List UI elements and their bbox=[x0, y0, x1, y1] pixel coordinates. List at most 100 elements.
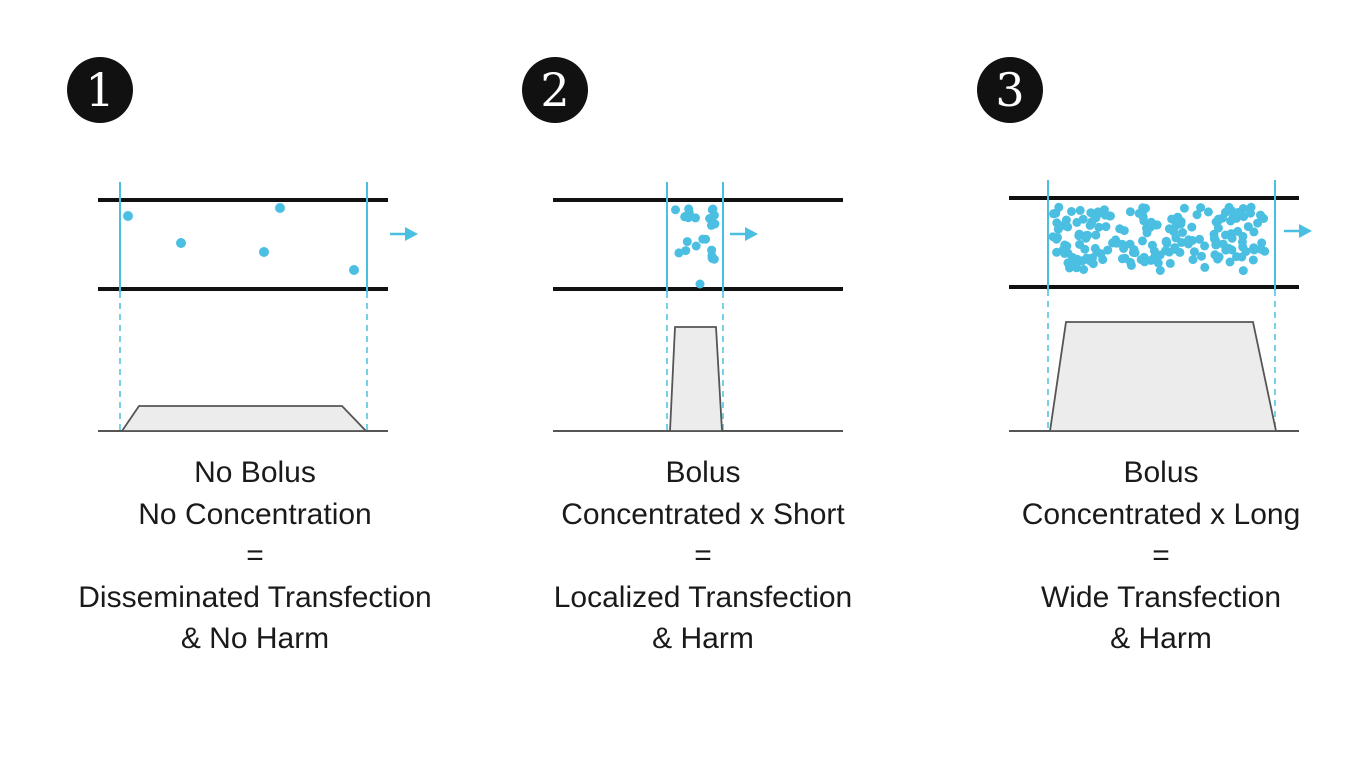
particle bbox=[1161, 246, 1170, 256]
particle bbox=[1167, 214, 1177, 224]
caption-line: No Concentration bbox=[138, 497, 372, 531]
particle bbox=[1224, 202, 1234, 212]
particle bbox=[176, 238, 186, 248]
particle bbox=[1161, 237, 1171, 247]
particle bbox=[1138, 236, 1147, 246]
particle bbox=[1083, 230, 1092, 240]
panel-1 bbox=[98, 182, 418, 432]
particle bbox=[1059, 220, 1069, 230]
flow-arrow bbox=[1284, 224, 1312, 238]
panel-3 bbox=[1009, 180, 1312, 432]
panel-caption: No Bolus No Concentration = Disseminated… bbox=[35, 452, 475, 660]
step-number-badge: 1 bbox=[67, 57, 133, 123]
particle bbox=[1178, 228, 1187, 237]
particle bbox=[1246, 202, 1256, 212]
particle bbox=[1213, 254, 1223, 264]
particle bbox=[1189, 247, 1199, 257]
particle bbox=[1145, 223, 1155, 232]
particle bbox=[1192, 210, 1202, 220]
step-number-badge: 2 bbox=[522, 57, 588, 123]
particle bbox=[1164, 224, 1174, 234]
particle bbox=[680, 212, 690, 222]
caption-line: & No Harm bbox=[180, 622, 330, 655]
flow-arrow bbox=[390, 227, 418, 241]
particle bbox=[349, 265, 359, 275]
step-number-badge: 3 bbox=[977, 57, 1043, 123]
particle bbox=[1093, 207, 1103, 217]
particle bbox=[710, 219, 720, 229]
particle bbox=[1088, 259, 1098, 269]
particle bbox=[1195, 234, 1204, 244]
particle bbox=[1176, 217, 1186, 226]
particle bbox=[1052, 218, 1062, 228]
particle bbox=[1092, 247, 1102, 257]
particle bbox=[1115, 224, 1125, 234]
particle bbox=[1238, 266, 1248, 276]
particle bbox=[1256, 210, 1265, 220]
particle bbox=[1239, 212, 1249, 222]
particle bbox=[1165, 258, 1175, 268]
caption-line: Bolus bbox=[665, 456, 741, 489]
particle bbox=[1075, 239, 1085, 249]
particle bbox=[1052, 247, 1062, 257]
particles bbox=[1048, 202, 1270, 276]
particle bbox=[1139, 252, 1149, 262]
particle bbox=[1101, 222, 1111, 232]
particle bbox=[1155, 266, 1165, 275]
particle bbox=[1248, 255, 1258, 265]
particle bbox=[1137, 208, 1147, 218]
particle bbox=[123, 211, 133, 221]
particle bbox=[1094, 222, 1104, 232]
particle bbox=[1147, 240, 1157, 250]
particle bbox=[1051, 208, 1061, 218]
caption-line: Wide Transfection bbox=[1040, 580, 1282, 614]
particle bbox=[1103, 245, 1113, 255]
particle bbox=[1224, 243, 1234, 253]
caption-line: & Harm bbox=[652, 622, 754, 655]
particle bbox=[1253, 218, 1263, 228]
particle bbox=[275, 203, 285, 213]
particle bbox=[1197, 251, 1206, 261]
particle bbox=[1091, 230, 1101, 240]
particle bbox=[1048, 232, 1058, 242]
particle bbox=[1171, 233, 1181, 243]
particle bbox=[1248, 244, 1258, 254]
particle bbox=[681, 246, 691, 256]
particle bbox=[1200, 262, 1210, 272]
caption-line: = bbox=[246, 539, 264, 572]
particles bbox=[123, 203, 359, 275]
particle bbox=[1187, 222, 1197, 232]
particle bbox=[1233, 226, 1243, 236]
particle bbox=[695, 279, 705, 289]
particle bbox=[1087, 217, 1097, 227]
particle bbox=[1112, 238, 1122, 248]
caption-line: Bolus bbox=[1123, 456, 1199, 489]
particle bbox=[691, 241, 701, 251]
caption-line: = bbox=[694, 539, 712, 572]
particle bbox=[707, 251, 717, 261]
caption-line: Disseminated Transfection bbox=[78, 580, 432, 614]
particle bbox=[1188, 255, 1198, 265]
flow-arrow bbox=[730, 227, 758, 241]
particle bbox=[1196, 203, 1206, 213]
particle bbox=[698, 234, 708, 244]
particle bbox=[1067, 207, 1076, 216]
caption-line: No Bolus bbox=[194, 456, 316, 489]
panel-2 bbox=[553, 182, 843, 432]
caption-line: Localized Transfection bbox=[553, 580, 853, 614]
panel-caption: Bolus Concentrated x Long = Wide Transfe… bbox=[941, 452, 1370, 660]
concentration-profile bbox=[1048, 321, 1278, 432]
particle bbox=[1200, 241, 1210, 251]
particle bbox=[1129, 245, 1139, 255]
particle bbox=[707, 205, 717, 215]
caption-line: & Harm bbox=[1110, 622, 1212, 655]
particle bbox=[259, 247, 269, 257]
particle bbox=[674, 248, 684, 258]
particle bbox=[1062, 241, 1072, 251]
particle bbox=[1225, 257, 1235, 267]
particle bbox=[691, 213, 700, 223]
particle bbox=[1117, 254, 1127, 264]
caption-line: = bbox=[1152, 539, 1170, 572]
particle bbox=[1211, 240, 1221, 250]
